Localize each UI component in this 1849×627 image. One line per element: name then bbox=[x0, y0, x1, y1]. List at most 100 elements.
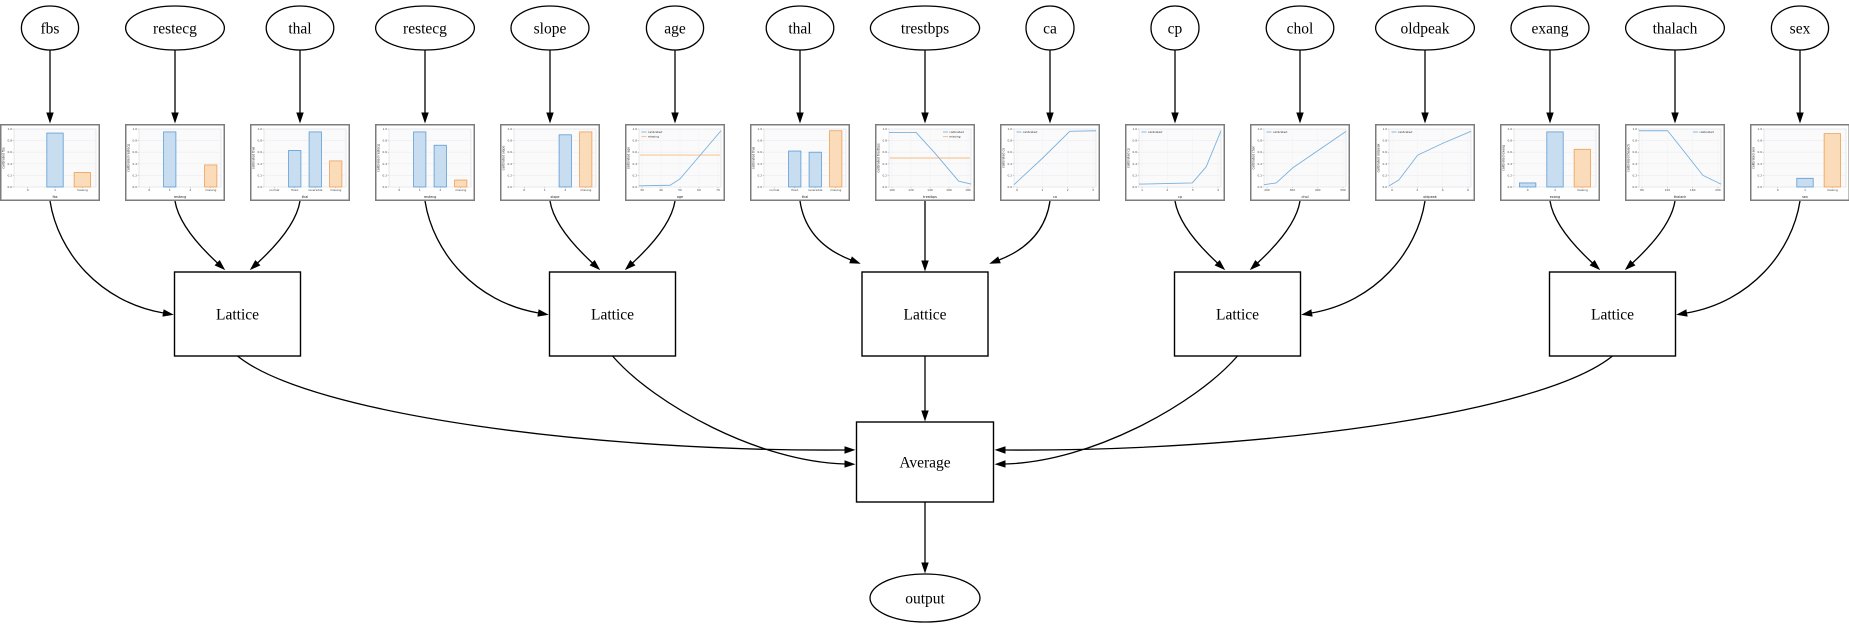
chart-ylabel: calibrated restecg bbox=[127, 144, 131, 172]
y-tick-label: 0.0 bbox=[633, 185, 638, 189]
chart-ylabel: calibrated sex bbox=[1752, 147, 1756, 169]
lattice-node: Lattice bbox=[1548, 271, 1677, 357]
feature-column: thal bbox=[765, 5, 835, 51]
x-tick-label: 2 bbox=[1067, 188, 1069, 192]
y-tick-label: 1.0 bbox=[1008, 127, 1013, 131]
x-tick-label: 60 bbox=[697, 188, 701, 192]
x-tick-label: 1 bbox=[169, 188, 171, 192]
y-tick-label: 1.0 bbox=[508, 127, 513, 131]
chart-xlabel: thalach bbox=[1674, 195, 1687, 199]
y-tick-label: 0.0 bbox=[8, 185, 13, 189]
y-tick-label: 0.0 bbox=[508, 185, 513, 189]
chart-to-lattice-arrow bbox=[799, 200, 861, 264]
y-tick-label: 0.6 bbox=[1383, 150, 1388, 154]
y-tick-label: 0.8 bbox=[1008, 139, 1013, 143]
feature-column: cp bbox=[1150, 5, 1200, 51]
x-tick-label: normal bbox=[769, 188, 779, 192]
output-ellipse bbox=[869, 573, 981, 623]
chart-to-lattice-arrow bbox=[49, 200, 174, 317]
y-tick-label: 1.0 bbox=[1258, 127, 1263, 131]
feature-label: sex bbox=[1790, 21, 1811, 38]
x-tick-label: missing bbox=[455, 188, 466, 192]
y-tick-label: 1.0 bbox=[1633, 127, 1638, 131]
y-tick-label: 0.0 bbox=[1383, 185, 1388, 189]
x-tick-label: missing bbox=[205, 188, 216, 192]
feature-column: thalach bbox=[1624, 5, 1726, 51]
lattice-box bbox=[1173, 271, 1302, 357]
chart-xlabel: slope bbox=[550, 195, 559, 199]
feature-label: exang bbox=[1531, 21, 1568, 38]
feature-label: restecg bbox=[403, 21, 447, 38]
x-tick-label: missing bbox=[580, 188, 591, 192]
x-tick-label: 4 bbox=[1442, 188, 1444, 192]
lattice-box bbox=[861, 271, 989, 357]
chart-to-lattice-arrow bbox=[1249, 200, 1301, 271]
x-tick-label: 200 bbox=[1715, 188, 1721, 192]
y-tick-label: 0.0 bbox=[1508, 185, 1513, 189]
chart-bar bbox=[829, 130, 843, 188]
x-tick-label: 3 bbox=[1192, 188, 1194, 192]
y-tick-label: 0.8 bbox=[1633, 139, 1638, 143]
x-tick-label: 400 bbox=[1315, 188, 1321, 192]
calibrated-line bbox=[1263, 130, 1347, 186]
x-tick-label: 6 bbox=[1467, 188, 1469, 192]
y-tick-label: 0.2 bbox=[1133, 173, 1138, 177]
chart-ylabel: calibrated thal bbox=[752, 147, 756, 170]
feature-column: fbs bbox=[20, 5, 80, 51]
chart-bar bbox=[288, 150, 302, 188]
x-tick-label: 1 bbox=[1141, 188, 1143, 192]
y-tick-label: 0.6 bbox=[758, 150, 763, 154]
legend-label: calibrated bbox=[949, 130, 964, 134]
y-tick-label: 0.2 bbox=[383, 173, 388, 177]
legend-label: calibrated bbox=[1023, 130, 1038, 134]
y-tick-label: 0.6 bbox=[883, 150, 888, 154]
chart-to-lattice-arrow bbox=[1676, 200, 1801, 317]
y-tick-label: 1.0 bbox=[133, 127, 138, 131]
y-tick-label: 0.4 bbox=[383, 162, 388, 166]
y-tick-label: 1.0 bbox=[1383, 127, 1388, 131]
feature-label: slope bbox=[534, 21, 567, 38]
chart-ylabel: calibrated slope bbox=[502, 146, 506, 171]
output-node: output bbox=[869, 573, 981, 623]
calibrated-line bbox=[1138, 130, 1222, 185]
feature-column: slope bbox=[510, 5, 590, 51]
x-tick-label: 140 bbox=[927, 188, 933, 192]
feature-column: trestbps bbox=[869, 5, 981, 51]
y-tick-label: 0.4 bbox=[1508, 162, 1513, 166]
chart-ylabel: calibrated ca bbox=[1002, 148, 1006, 168]
lattice-box bbox=[548, 271, 677, 357]
legend-label: missing bbox=[949, 135, 960, 139]
y-tick-label: 0.0 bbox=[1633, 185, 1638, 189]
y-tick-label: 0.8 bbox=[508, 139, 513, 143]
chart-bar bbox=[1519, 182, 1537, 188]
feature-column: restecg bbox=[374, 5, 476, 51]
chart-ylabel: calibrated chol bbox=[1252, 146, 1256, 169]
x-tick-label: missing bbox=[1577, 188, 1588, 192]
x-tick-label: 2 bbox=[189, 188, 191, 192]
chart-to-lattice-arrow bbox=[1301, 200, 1426, 317]
x-tick-label: 50 bbox=[678, 188, 682, 192]
x-tick-label: 0 bbox=[1016, 188, 1018, 192]
y-tick-label: 0.8 bbox=[1508, 139, 1513, 143]
chart-ylabel: calibrated fbs bbox=[2, 147, 6, 169]
y-tick-label: 0.6 bbox=[1508, 150, 1513, 154]
chart-xlabel: thal bbox=[302, 195, 309, 199]
x-tick-label: 0 bbox=[1527, 188, 1529, 192]
calibrated-line bbox=[889, 132, 972, 185]
chart-plot-area bbox=[388, 128, 472, 188]
chart-bar bbox=[579, 131, 593, 188]
chart-to-lattice-arrow bbox=[424, 200, 549, 317]
chart-bar bbox=[788, 150, 802, 188]
x-tick-label: missing bbox=[77, 188, 88, 192]
legend-label: calibrated bbox=[1148, 130, 1163, 134]
lattice-node: Lattice bbox=[173, 271, 302, 357]
chart-bar bbox=[1823, 133, 1841, 188]
feature-label: thal bbox=[788, 21, 811, 38]
y-tick-label: 0.4 bbox=[758, 162, 763, 166]
chart-ylabel: calibrated oldpeak bbox=[1377, 143, 1381, 172]
chart-bar bbox=[46, 132, 64, 188]
y-tick-label: 0.2 bbox=[508, 173, 513, 177]
